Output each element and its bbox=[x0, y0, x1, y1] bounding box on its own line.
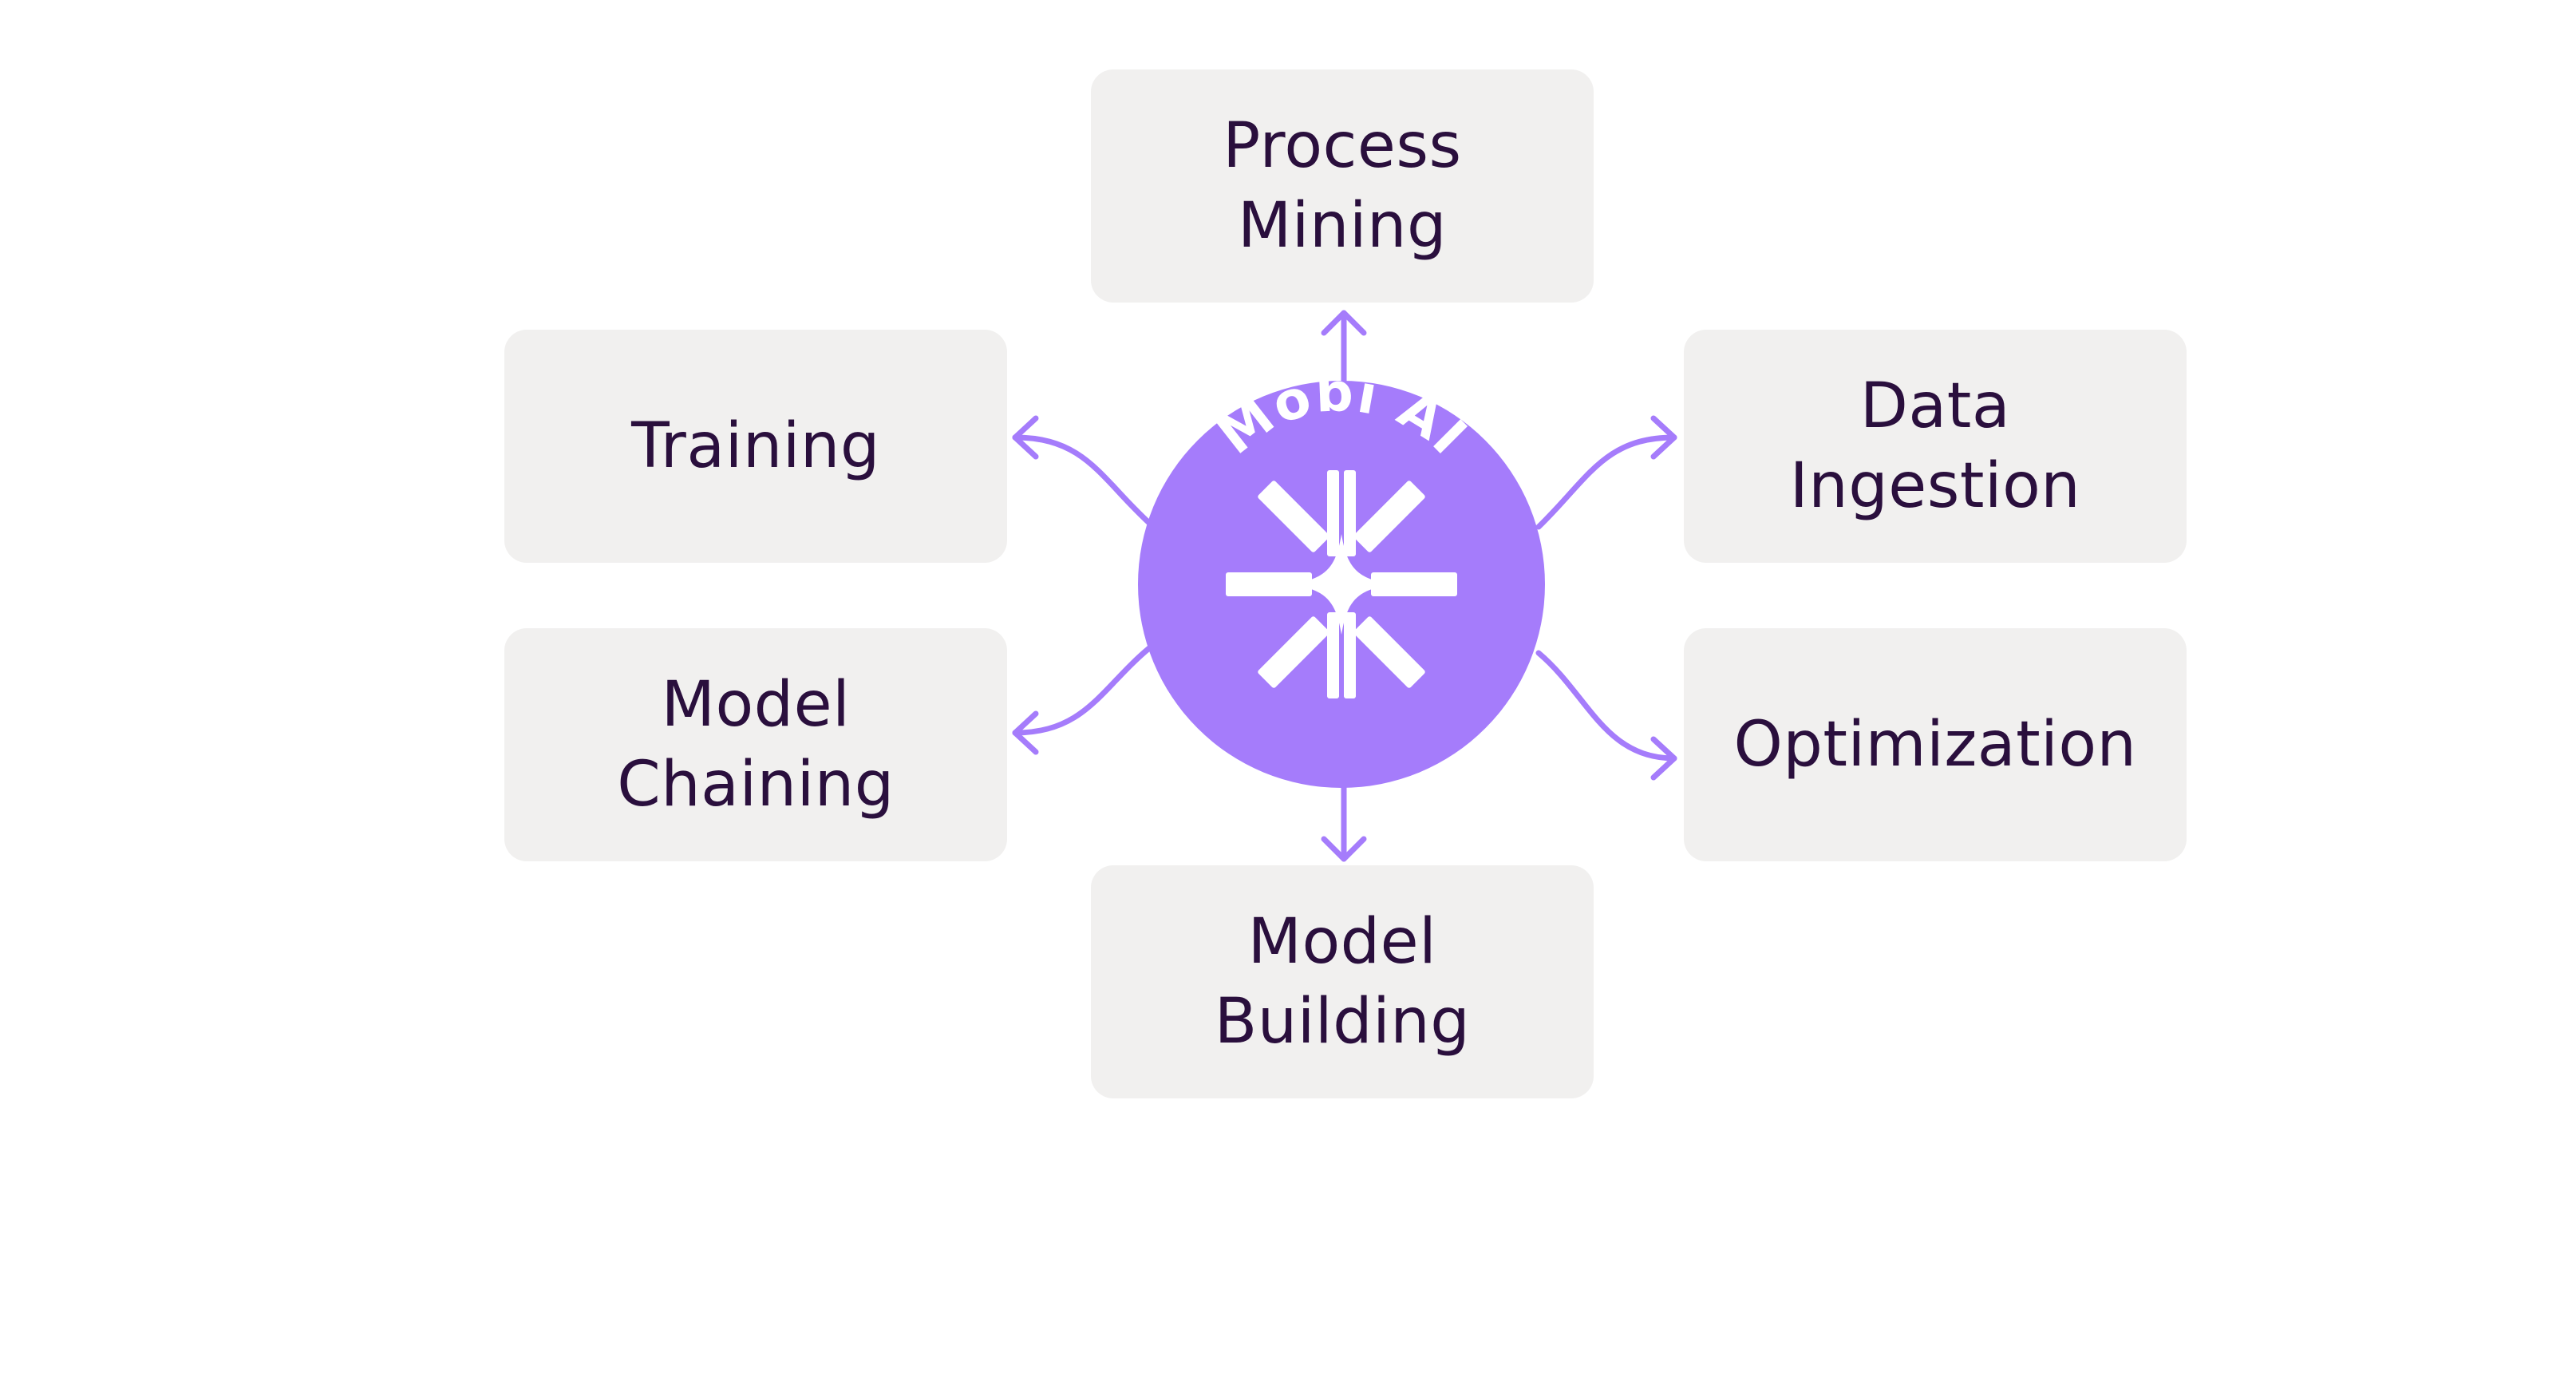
node-model-building: Model Building bbox=[1091, 865, 1594, 1098]
arrow-to-process-mining bbox=[1321, 310, 1367, 386]
mobi-ai-starburst-icon bbox=[1226, 470, 1457, 698]
node-optimization: Optimization bbox=[1684, 628, 2187, 861]
arrow-to-optimization bbox=[1535, 650, 1677, 781]
node-label: Optimization bbox=[1733, 709, 2137, 781]
node-label: Model Chaining bbox=[617, 669, 895, 821]
arrow-to-model-chaining bbox=[1012, 645, 1152, 755]
node-training: Training bbox=[504, 330, 1007, 563]
node-label: Process Mining bbox=[1223, 110, 1462, 262]
node-process-mining: Process Mining bbox=[1091, 69, 1594, 303]
node-label: Training bbox=[631, 410, 880, 482]
arrow-to-data-ingestion bbox=[1535, 415, 1677, 530]
arrow-to-training bbox=[1012, 415, 1152, 526]
arrow-to-model-building bbox=[1321, 783, 1367, 862]
mobi-ai-hub: Mobi AI bbox=[1138, 381, 1545, 788]
node-data-ingestion: Data Ingestion bbox=[1684, 330, 2187, 563]
node-label: Data Ingestion bbox=[1789, 370, 2081, 522]
node-label: Model Building bbox=[1214, 906, 1471, 1058]
node-model-chaining: Model Chaining bbox=[504, 628, 1007, 861]
